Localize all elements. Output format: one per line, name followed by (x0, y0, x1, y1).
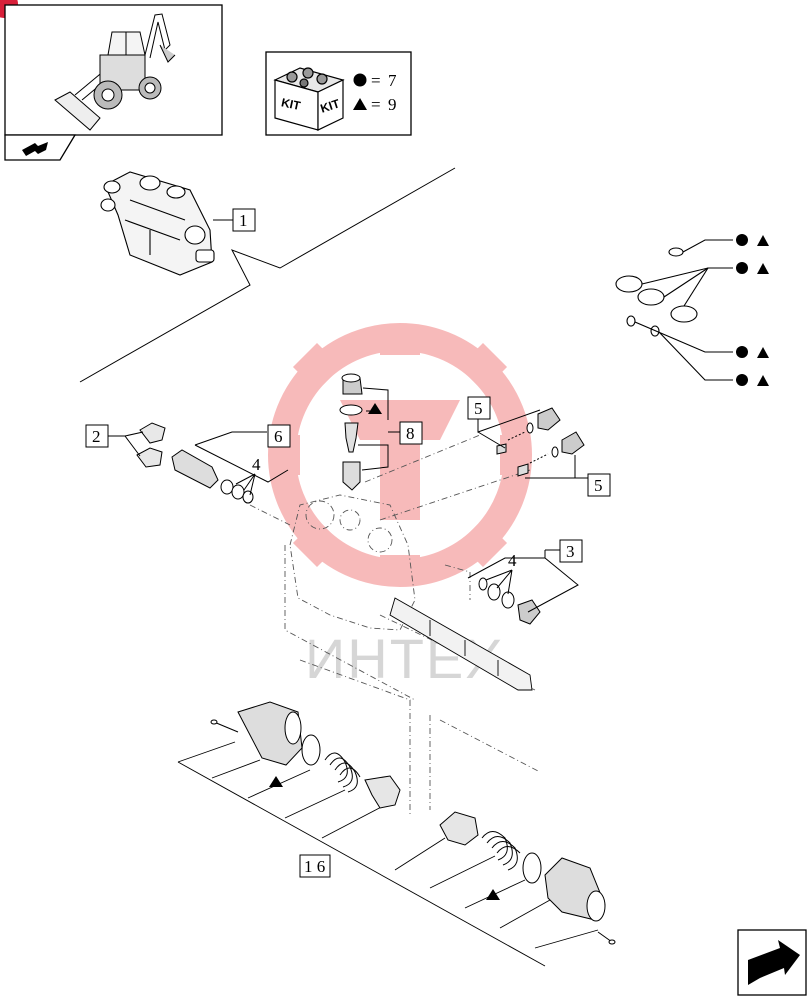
triangle-marker (368, 403, 382, 414)
kit-legend-box: KIT KIT = 7 = 9 (265, 51, 412, 136)
clamp-parts (136, 422, 166, 468)
spool (389, 597, 533, 691)
triangle-marker (269, 776, 283, 787)
triangle-equals: = (371, 95, 381, 114)
callout-2: 2 (92, 427, 101, 446)
assembly-guide-lines (177, 741, 599, 967)
o-ring-upper (301, 734, 321, 766)
triangle-symbol (353, 98, 367, 110)
spring-upper (324, 752, 361, 793)
next-page-arrow-icon[interactable] (22, 142, 48, 156)
end-cap-upper (210, 701, 303, 766)
circle-count: 7 (388, 71, 397, 90)
callout-box-3 (559, 539, 583, 563)
callout-16: 1 6 (304, 857, 325, 876)
relief-valve-parts (496, 407, 585, 477)
callout-4a: 4 (252, 455, 261, 474)
seal-kit-symbols (736, 234, 769, 386)
callout-3: 3 (566, 542, 575, 561)
callout-5b: 5 (594, 476, 603, 495)
spring-lower (481, 831, 521, 871)
kit-label-left: KIT (280, 95, 302, 113)
break-line (79, 167, 456, 383)
circle-equals: = (371, 71, 381, 90)
callout-box-1 (232, 208, 256, 232)
callout-4b: 4 (508, 551, 517, 570)
spool-end-assembly (171, 449, 254, 504)
end-cap-lower (544, 857, 616, 945)
callout-1: 1 (239, 211, 248, 230)
plug-and-pin-parts (339, 373, 363, 491)
callout-5a: 5 (474, 399, 483, 418)
callout-box-8 (399, 421, 423, 445)
backhoe-loader-illustration (54, 13, 176, 131)
seal-kit-group (615, 239, 733, 381)
watermark-gear-logo (268, 323, 532, 587)
circle-symbol (353, 73, 367, 87)
callout-box-6 (267, 424, 291, 448)
callout-8: 8 (406, 424, 415, 443)
spring-seat-upper (364, 775, 401, 809)
callout-box-5b (587, 473, 611, 497)
kit-box-icon (273, 67, 345, 131)
thumbnail-box (4, 4, 223, 161)
callout-box-16 (299, 854, 331, 878)
spring-seat-lower (439, 811, 479, 846)
kit-label-right: KIT (319, 96, 342, 115)
o-ring-lower (522, 852, 542, 884)
callout-box-5a (467, 396, 491, 420)
triangle-marker (486, 889, 500, 900)
valve-body-outline (249, 434, 541, 815)
control-valve-section (100, 171, 215, 276)
callout-6: 6 (274, 427, 283, 446)
triangle-count: 9 (388, 95, 397, 114)
next-page-arrow-icon[interactable] (737, 929, 807, 996)
